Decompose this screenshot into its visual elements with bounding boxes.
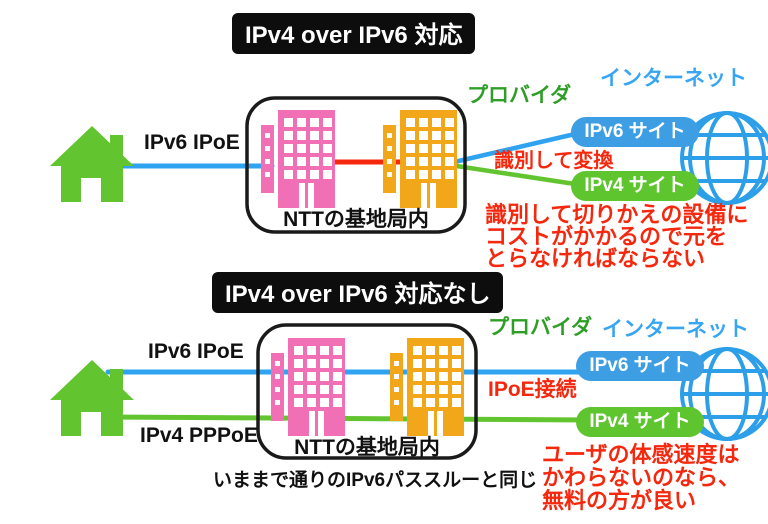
ipv6-ipoe-label-bottom: IPv6 IPoE <box>148 340 244 363</box>
ipv6-ipoe-label-top: IPv6 IPoE <box>144 131 240 154</box>
ntt-box-bottom <box>256 323 478 460</box>
convert-label: 識別して変換 <box>494 150 614 172</box>
cost-note-line3: とらなければならない <box>485 246 706 271</box>
home-to-internet-line-ipv4 <box>105 414 593 423</box>
ipv6-site-badge-bottom: IPv6 サイト <box>576 351 704 381</box>
speed-note-line3: 無料の方が良い <box>542 488 697 513</box>
internet-label-bottom: インターネット <box>602 318 749 341</box>
house-icon <box>50 360 134 436</box>
passthrough-caption: いままで通りのIPv6パススルーと同じ <box>213 470 538 491</box>
ntt-box-top <box>245 96 467 234</box>
ntt-to-ipv6site-line <box>447 128 591 166</box>
cost-note-line1: 識別して切りかえの設備に <box>485 202 749 227</box>
ntt-box-label-top: NTTの基地局内 <box>283 208 429 231</box>
ntt-to-ipv4site-line <box>447 162 591 189</box>
internet-label-top: インターネット <box>600 67 747 90</box>
ipv4-pppoe-label-bottom: IPv4 PPPoE <box>140 424 258 447</box>
building-icon <box>383 110 457 208</box>
building-icon <box>271 338 345 436</box>
ipv4-site-badge-top: IPv4 サイト <box>571 171 699 201</box>
ntt-box-label-bottom: NTTの基地局内 <box>294 436 440 459</box>
title-top: IPv4 over IPv6 対応 <box>232 13 476 54</box>
speed-note-line1: ユーザの体感速度は <box>542 442 740 467</box>
provider-label-bottom: プロバイダ <box>488 316 593 339</box>
provider-label-top: プロバイダ <box>467 84 572 107</box>
speed-note-line2: かわらないのなら、 <box>542 465 741 490</box>
ipoe-connection-label: IPoE接続 <box>488 378 577 401</box>
title-bottom: IPv4 over IPv6 対応なし <box>212 272 504 313</box>
house-icon <box>50 126 134 202</box>
cost-note-line2: コストがかかるので元を <box>485 224 728 249</box>
building-icon <box>261 110 335 208</box>
ipv4-site-badge-bottom: IPv4 サイト <box>576 407 704 437</box>
ipv6-site-badge-top: IPv6 サイト <box>571 117 699 147</box>
